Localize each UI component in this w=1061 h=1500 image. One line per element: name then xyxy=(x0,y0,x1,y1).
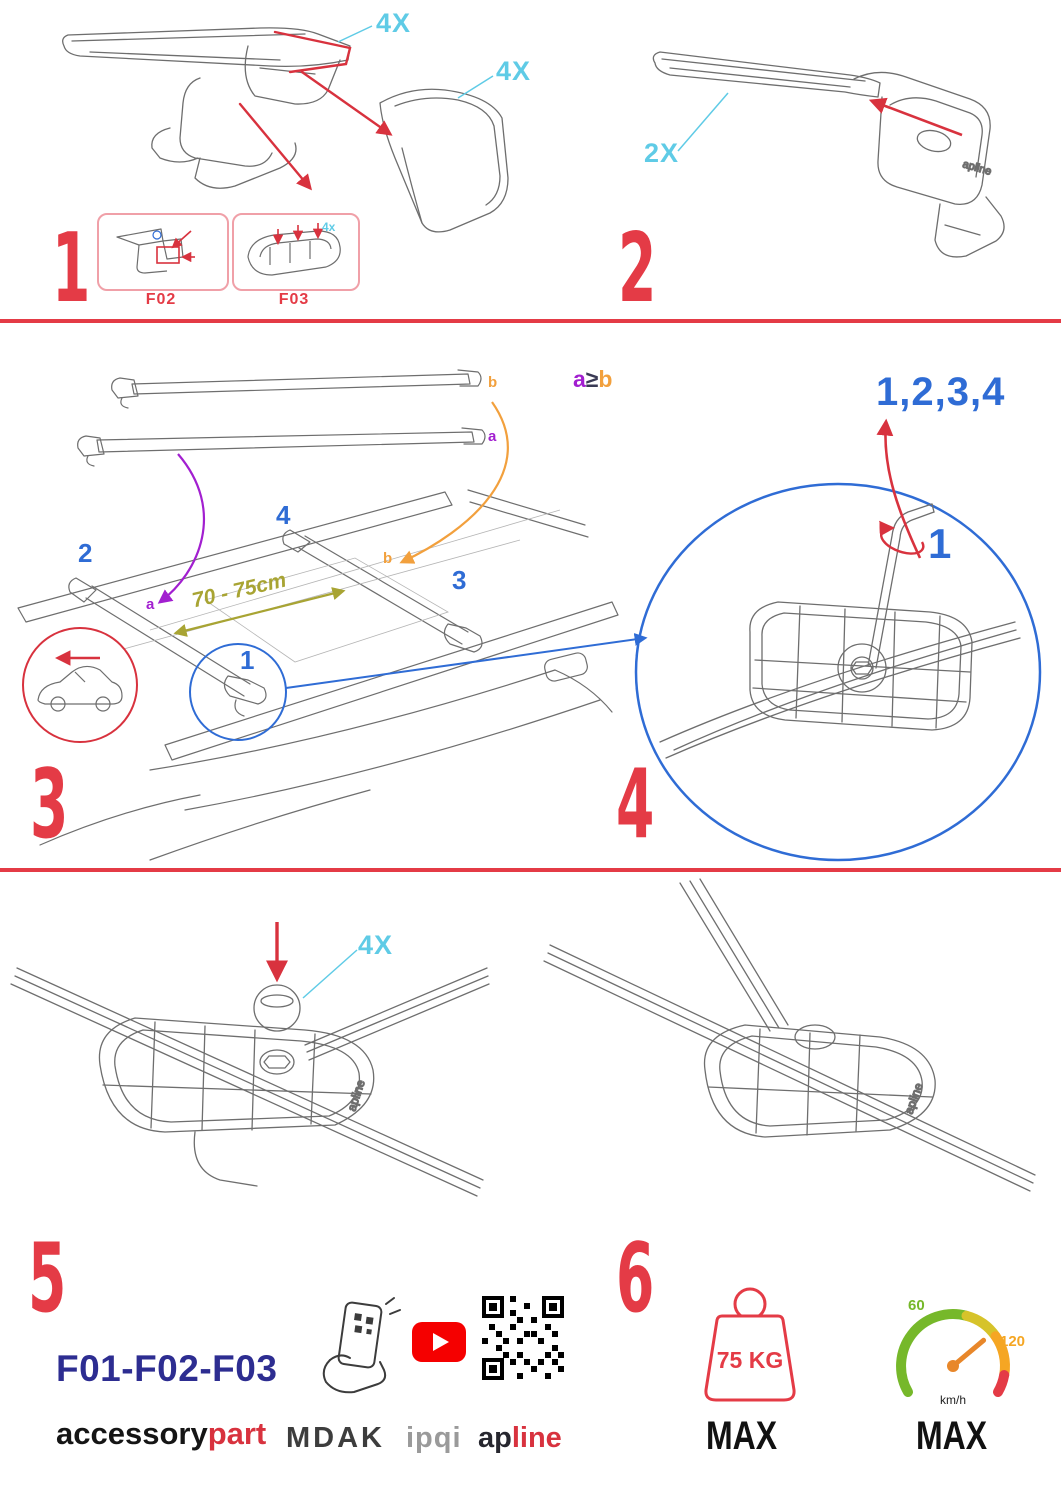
tightening-sequence: 1,2,3,4 xyxy=(876,370,1006,414)
position-4-label: 4 xyxy=(276,500,291,530)
step5-quantity: 4X xyxy=(358,930,394,960)
step6-number: 6 xyxy=(616,1224,655,1334)
speed-low-label: 60 xyxy=(908,1297,925,1314)
model-codes: F01-F02-F03 xyxy=(56,1348,278,1389)
scan-phone-icon xyxy=(322,1297,401,1394)
position-2-label: 2 xyxy=(78,538,93,568)
position-1-label: 1 xyxy=(240,645,255,675)
loose-bar-a-label: a xyxy=(488,428,497,445)
step2-quantity: 2X xyxy=(644,138,680,168)
step6-assembled-illustration: apline xyxy=(543,878,1036,1192)
car-direction-inset xyxy=(22,627,138,743)
length-formula: a≥b xyxy=(573,366,613,392)
step1-quantity-side: 4X xyxy=(496,56,532,86)
f03-quantity: 4x xyxy=(322,220,336,234)
f03-thumbnail xyxy=(247,223,341,276)
section-divider-1 xyxy=(0,319,1061,323)
step1-number: 1 xyxy=(52,214,91,324)
step1-foot-cover-illustration xyxy=(62,25,509,233)
point-b-label: b xyxy=(383,550,393,567)
step3-number: 3 xyxy=(30,750,69,860)
step2-number: 2 xyxy=(618,214,657,324)
part-box-f03 xyxy=(232,213,360,291)
youtube-icon xyxy=(412,1322,466,1362)
foot-brand-mark: apline xyxy=(902,1081,926,1116)
point-a-label: a xyxy=(146,596,155,613)
loose-bar-b-label: b xyxy=(488,374,498,391)
foot-brand-mark: apline xyxy=(961,158,993,178)
step5-cap-illustration: apline xyxy=(10,922,490,1197)
qr-code xyxy=(482,1296,564,1380)
step4-number: 4 xyxy=(616,750,655,860)
speed-unit-label: km/h xyxy=(940,1393,966,1407)
section-divider-2 xyxy=(0,868,1061,872)
speed-high-label: 120 xyxy=(1000,1333,1025,1350)
position-3-label: 3 xyxy=(452,565,467,595)
speed-limit-icon: 60 120 km/h xyxy=(896,1297,1025,1407)
part-box-f02 xyxy=(97,213,229,291)
max-weight-icon: 75 KG xyxy=(704,1287,796,1402)
brand-mdak: MDAK xyxy=(286,1422,385,1454)
step5-number: 5 xyxy=(28,1224,67,1334)
first-position-callout: 1 xyxy=(928,520,952,567)
brand-ipqi: ipqi xyxy=(406,1422,462,1454)
step1-quantity-top: 4X xyxy=(376,8,412,38)
speed-max-label: MAX xyxy=(916,1414,988,1458)
foot-brand-mark: apline xyxy=(345,1078,368,1113)
f02-label: F02 xyxy=(145,291,177,308)
weight-max-label: MAX xyxy=(706,1414,778,1458)
step3-roof-mounting-illustration xyxy=(17,369,648,861)
step2-bar-illustration: apline xyxy=(652,51,1005,258)
brand-apline: apline xyxy=(478,1422,562,1454)
brand-accessorypart: accessorypart xyxy=(56,1416,267,1451)
f03-label: F03 xyxy=(278,291,310,308)
step4-tightening-detail xyxy=(634,418,1042,862)
f02-thumbnail xyxy=(116,228,195,274)
weight-limit-value: 75 KG xyxy=(717,1347,783,1373)
